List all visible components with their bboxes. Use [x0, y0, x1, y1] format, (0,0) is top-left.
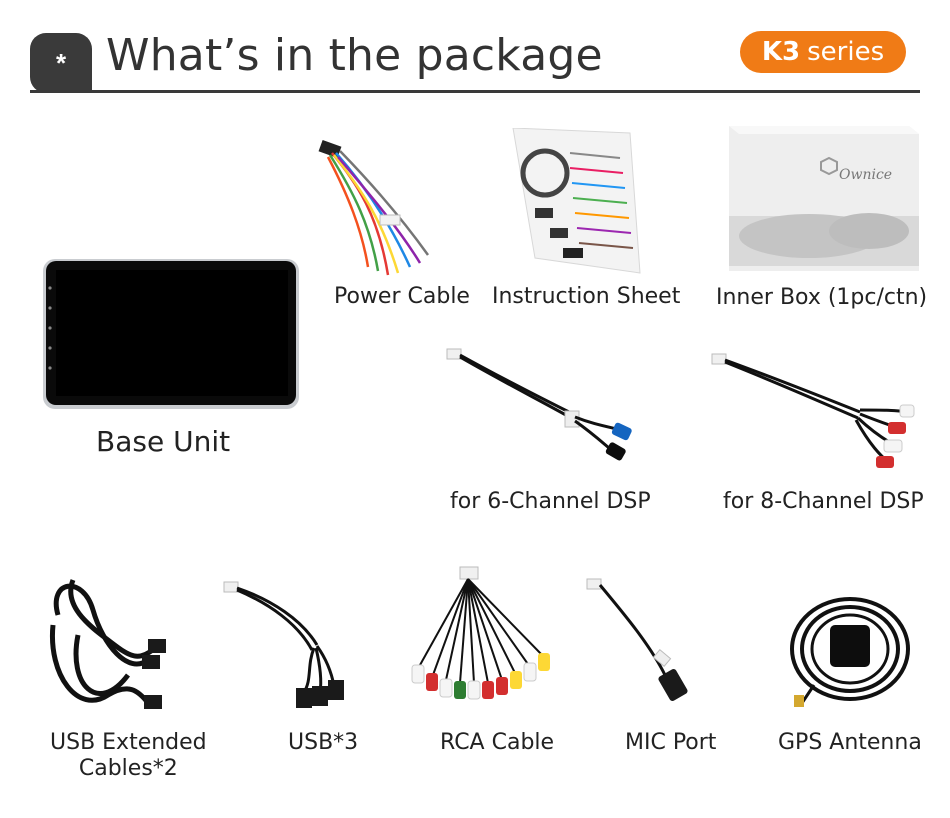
usb-extended-label-line1: USB Extended [50, 730, 207, 755]
mic-port-image [585, 575, 705, 705]
rca-cable-label: RCA Cable [440, 730, 555, 755]
gps-antenna-label: GPS Antenna [778, 730, 922, 755]
asterisk-icon: * [55, 48, 67, 78]
inner-box-brand: Ownice [839, 167, 893, 183]
dsp8-cable-image [710, 350, 920, 475]
power-cable-label: Power Cable [334, 284, 470, 309]
inner-box-image [729, 126, 919, 271]
base-unit-image [42, 258, 300, 410]
usb-extended-cables-image [48, 575, 173, 723]
dsp6-label: for 6-Channel DSP [450, 489, 651, 514]
page-title: What’s in the package [106, 30, 603, 81]
series-badge: K3 series [740, 31, 906, 73]
usb3-cable-image [222, 580, 362, 710]
usb3-label: USB*3 [288, 730, 359, 755]
inner-box-label: Inner Box (1pc/ctn) [716, 285, 928, 310]
mic-port-label: MIC Port [625, 730, 717, 755]
power-cable-image [318, 135, 438, 280]
base-unit-label: Base Unit [96, 425, 231, 458]
dsp6-cable-image [445, 345, 645, 465]
dsp8-label: for 8-Channel DSP [723, 489, 924, 514]
instruction-sheet-label: Instruction Sheet [492, 284, 681, 309]
gps-antenna-image [784, 595, 914, 710]
rca-cable-image [408, 565, 568, 705]
series-code: K3 [761, 37, 801, 67]
instruction-sheet-image [505, 128, 645, 278]
series-label: series [807, 37, 885, 67]
usb-extended-label-line2: Cables*2 [78, 756, 178, 781]
header-divider [30, 90, 920, 93]
header-badge: * [30, 33, 92, 93]
usb-extended-label: USB Extended Cables*2 [50, 730, 207, 782]
